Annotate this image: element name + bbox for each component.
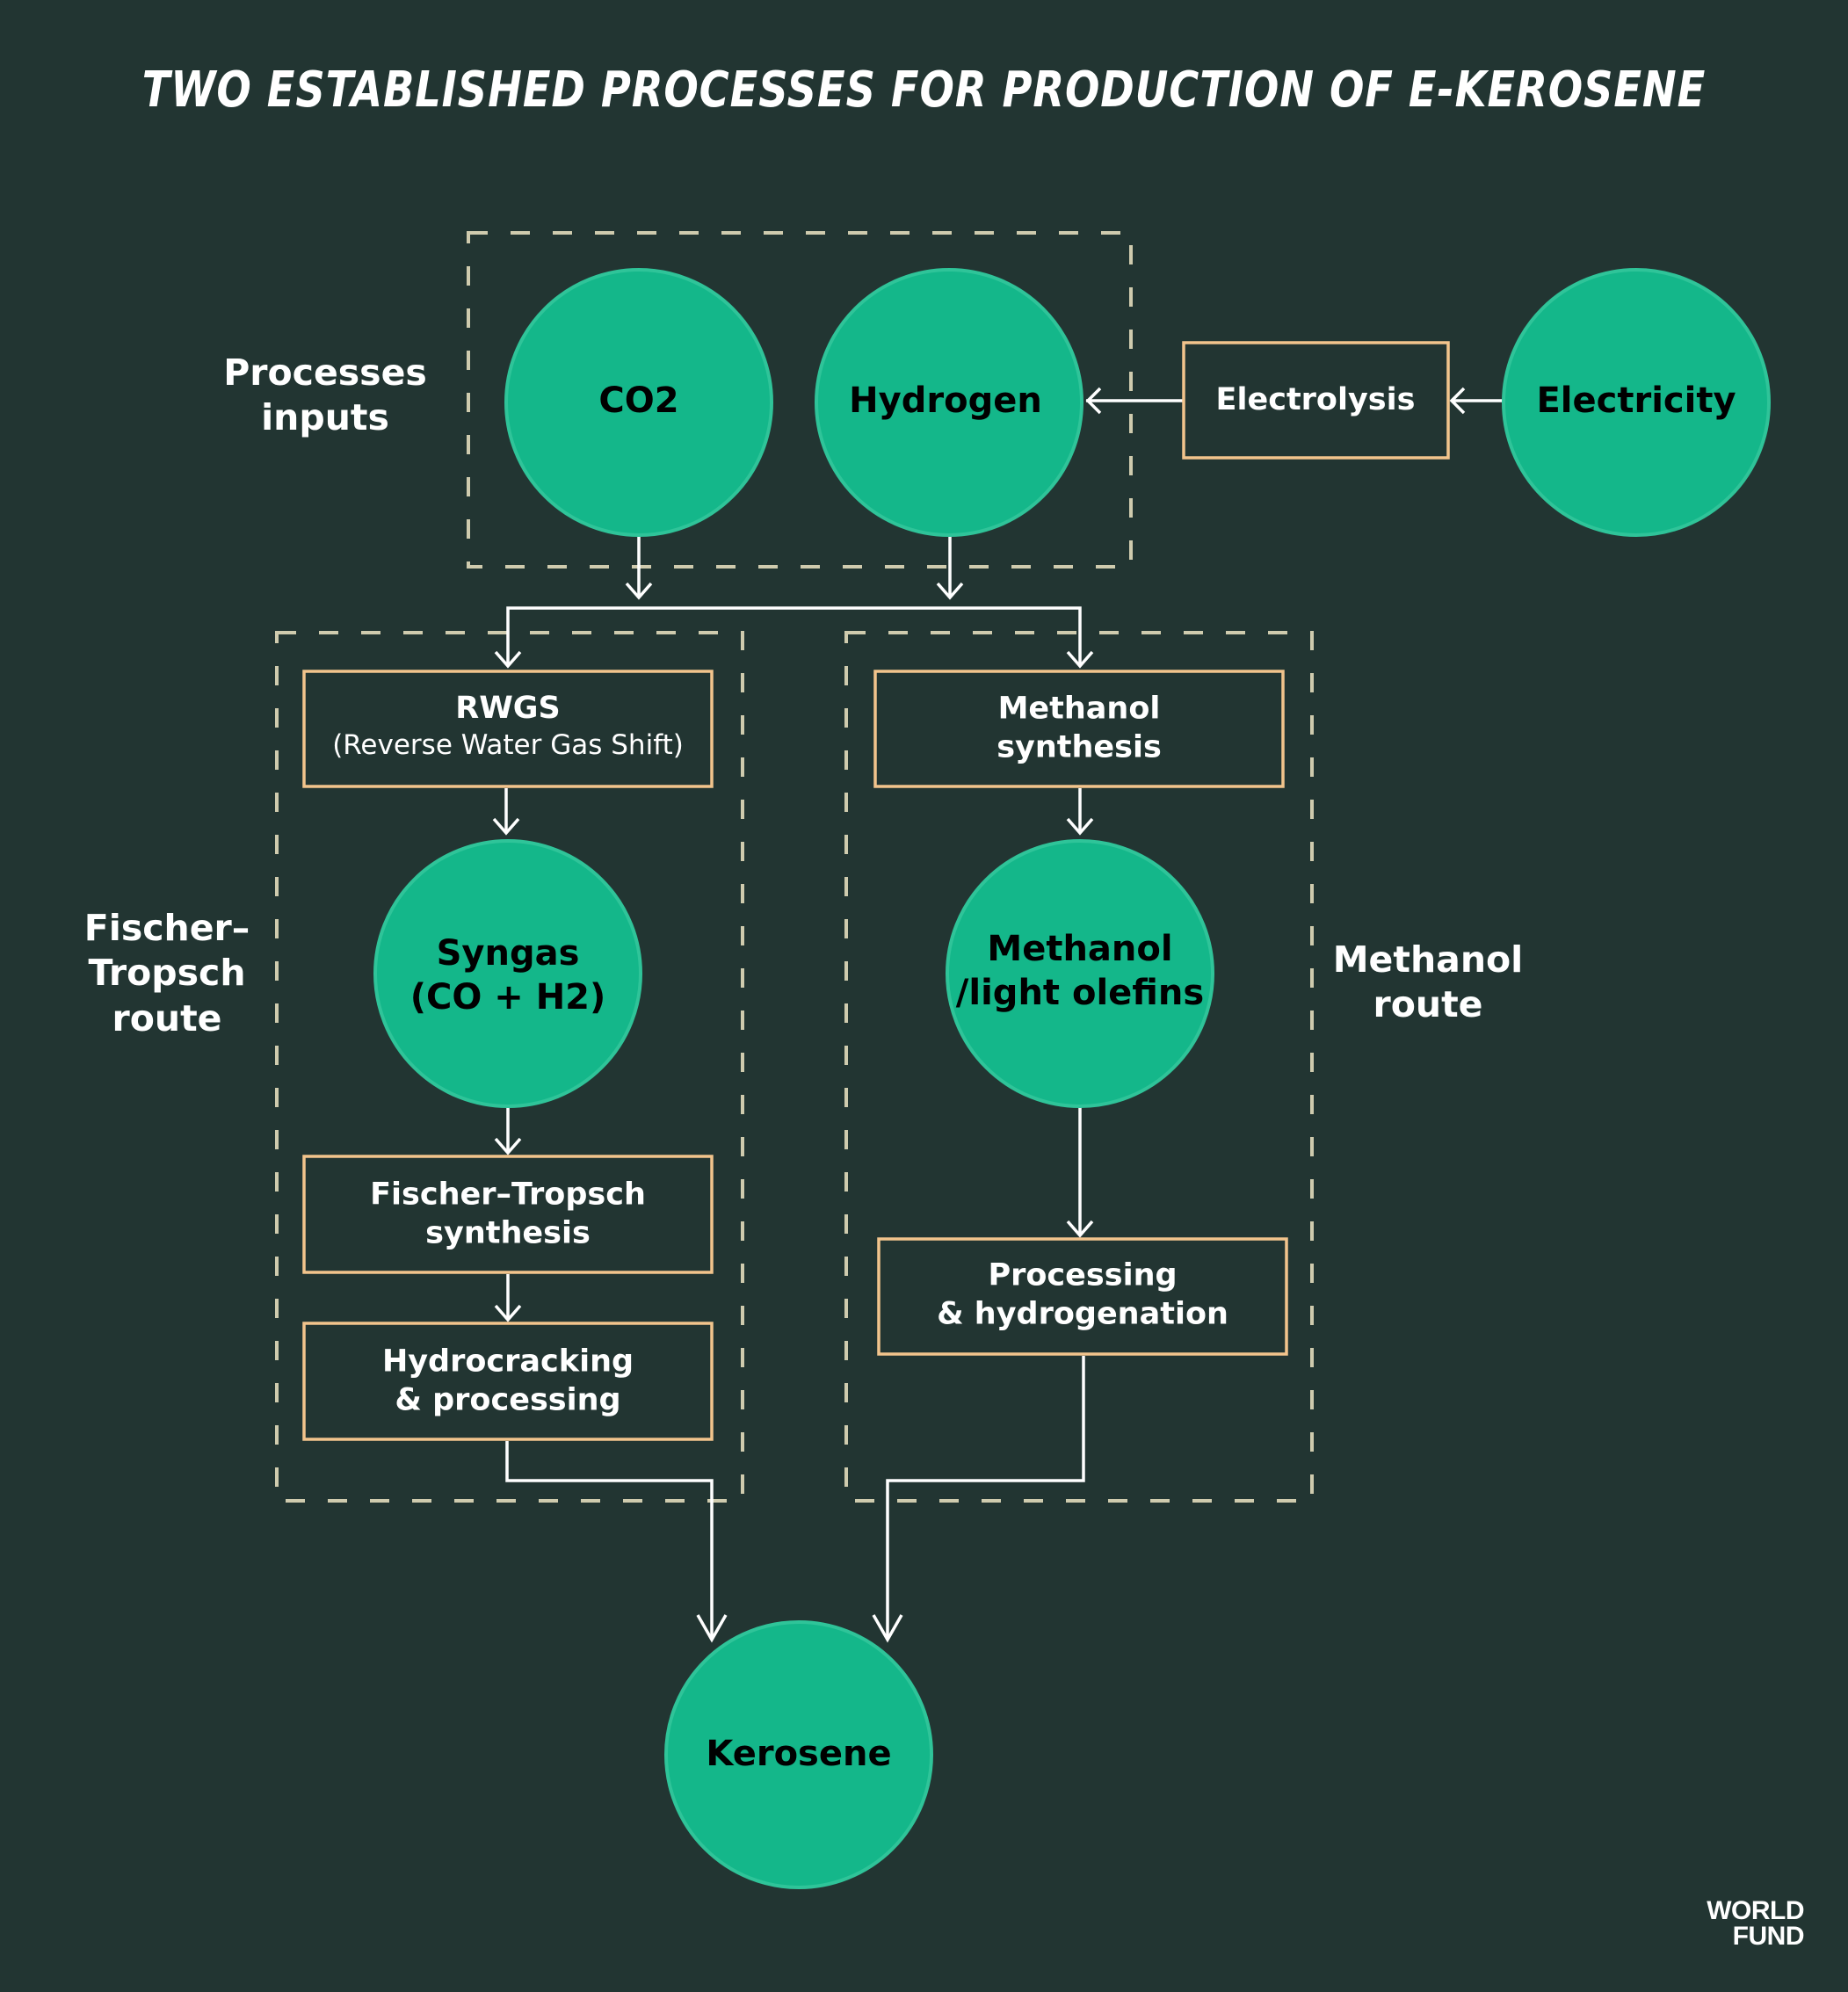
group-label-fischer-tropsch: Fischer– Tropsch route	[83, 907, 250, 1039]
node-circle-hydrogen	[815, 268, 1083, 537]
connectors	[504, 399, 1503, 1640]
diagram-title: TWO ESTABLISHED PROCESSES FOR PRODUCTION…	[141, 62, 1707, 119]
group-label-inputs: Processes inputs	[223, 351, 427, 438]
process-label-hydrocracking: Hydrocracking & processing	[381, 1344, 634, 1417]
process-box-electrolysis	[1182, 341, 1450, 460]
node-label-electricity: Electricity	[1536, 380, 1736, 421]
node-circle-kerosene	[664, 1620, 933, 1889]
process-box-hydrocracking	[302, 1322, 714, 1441]
arrowhead-down-icon	[872, 1614, 903, 1643]
node-label-co2: CO2	[598, 380, 679, 421]
arrowhead-down-icon	[1066, 1220, 1094, 1238]
arrowhead-down-icon	[492, 817, 520, 836]
node-circle-electricity	[1502, 268, 1771, 537]
arrowhead-down-icon	[936, 582, 964, 600]
process-label-methanol-synthesis: Methanol synthesis	[996, 691, 1162, 764]
node-label-methanol-olefins: Methanol /light olefins	[955, 929, 1205, 1013]
process-label-rwgs: RWGS (Reverse Water Gas Shift)	[332, 690, 684, 763]
arrowhead-down-icon	[494, 650, 522, 669]
connector-processing-kerosene	[886, 1356, 1085, 1640]
process-box-rwgs	[302, 670, 714, 788]
process-label-electrolysis: Electrolysis	[1215, 382, 1416, 418]
group-box-inputs	[467, 231, 1133, 569]
group-label-methanol: Methanol route	[1332, 938, 1524, 1025]
arrowhead-down-icon	[696, 1614, 728, 1643]
node-label-kerosene: Kerosene	[706, 1734, 892, 1774]
process-box-ft-synthesis	[302, 1155, 714, 1274]
connector-hydrocracking-kerosene	[505, 1441, 714, 1640]
logo-line-2: FUND	[1732, 1921, 1805, 1951]
node-label-hydrogen: Hydrogen	[849, 380, 1042, 421]
arrowhead-down-icon	[1066, 817, 1094, 836]
node-circle-co2	[504, 268, 773, 537]
process-label-rwgs-title: RWGS	[455, 690, 561, 726]
node-label-syngas: Syngas (CO + H2)	[409, 933, 606, 1018]
node-circle-methanol-olefins	[946, 839, 1214, 1108]
logo-line-1: WORLD	[1707, 1896, 1804, 1925]
connector-split	[506, 606, 1082, 666]
process-label-processing-hydrogenation: Processing & hydrogenation	[937, 1257, 1228, 1331]
arrowhead-down-icon	[625, 582, 653, 600]
world-fund-logo: WORLD FUND	[1707, 1896, 1805, 1951]
arrowheads	[492, 387, 1466, 1643]
process-label-rwgs-subtitle: (Reverse Water Gas Shift)	[332, 728, 684, 761]
group-box-methanol	[844, 631, 1314, 1503]
process-box-methanol-synthesis	[873, 670, 1285, 788]
process-box-processing-hydrogenation	[877, 1237, 1288, 1356]
arrowhead-left-icon	[1449, 387, 1466, 415]
node-circle-syngas	[373, 839, 642, 1108]
arrowhead-down-icon	[494, 1304, 522, 1322]
arrowhead-left-icon	[1085, 387, 1102, 415]
group-box-fischer-tropsch	[275, 631, 744, 1503]
arrowhead-down-icon	[1066, 650, 1094, 669]
arrowhead-down-icon	[494, 1137, 522, 1155]
process-label-ft-synthesis: Fischer–Tropsch synthesis	[370, 1177, 646, 1250]
